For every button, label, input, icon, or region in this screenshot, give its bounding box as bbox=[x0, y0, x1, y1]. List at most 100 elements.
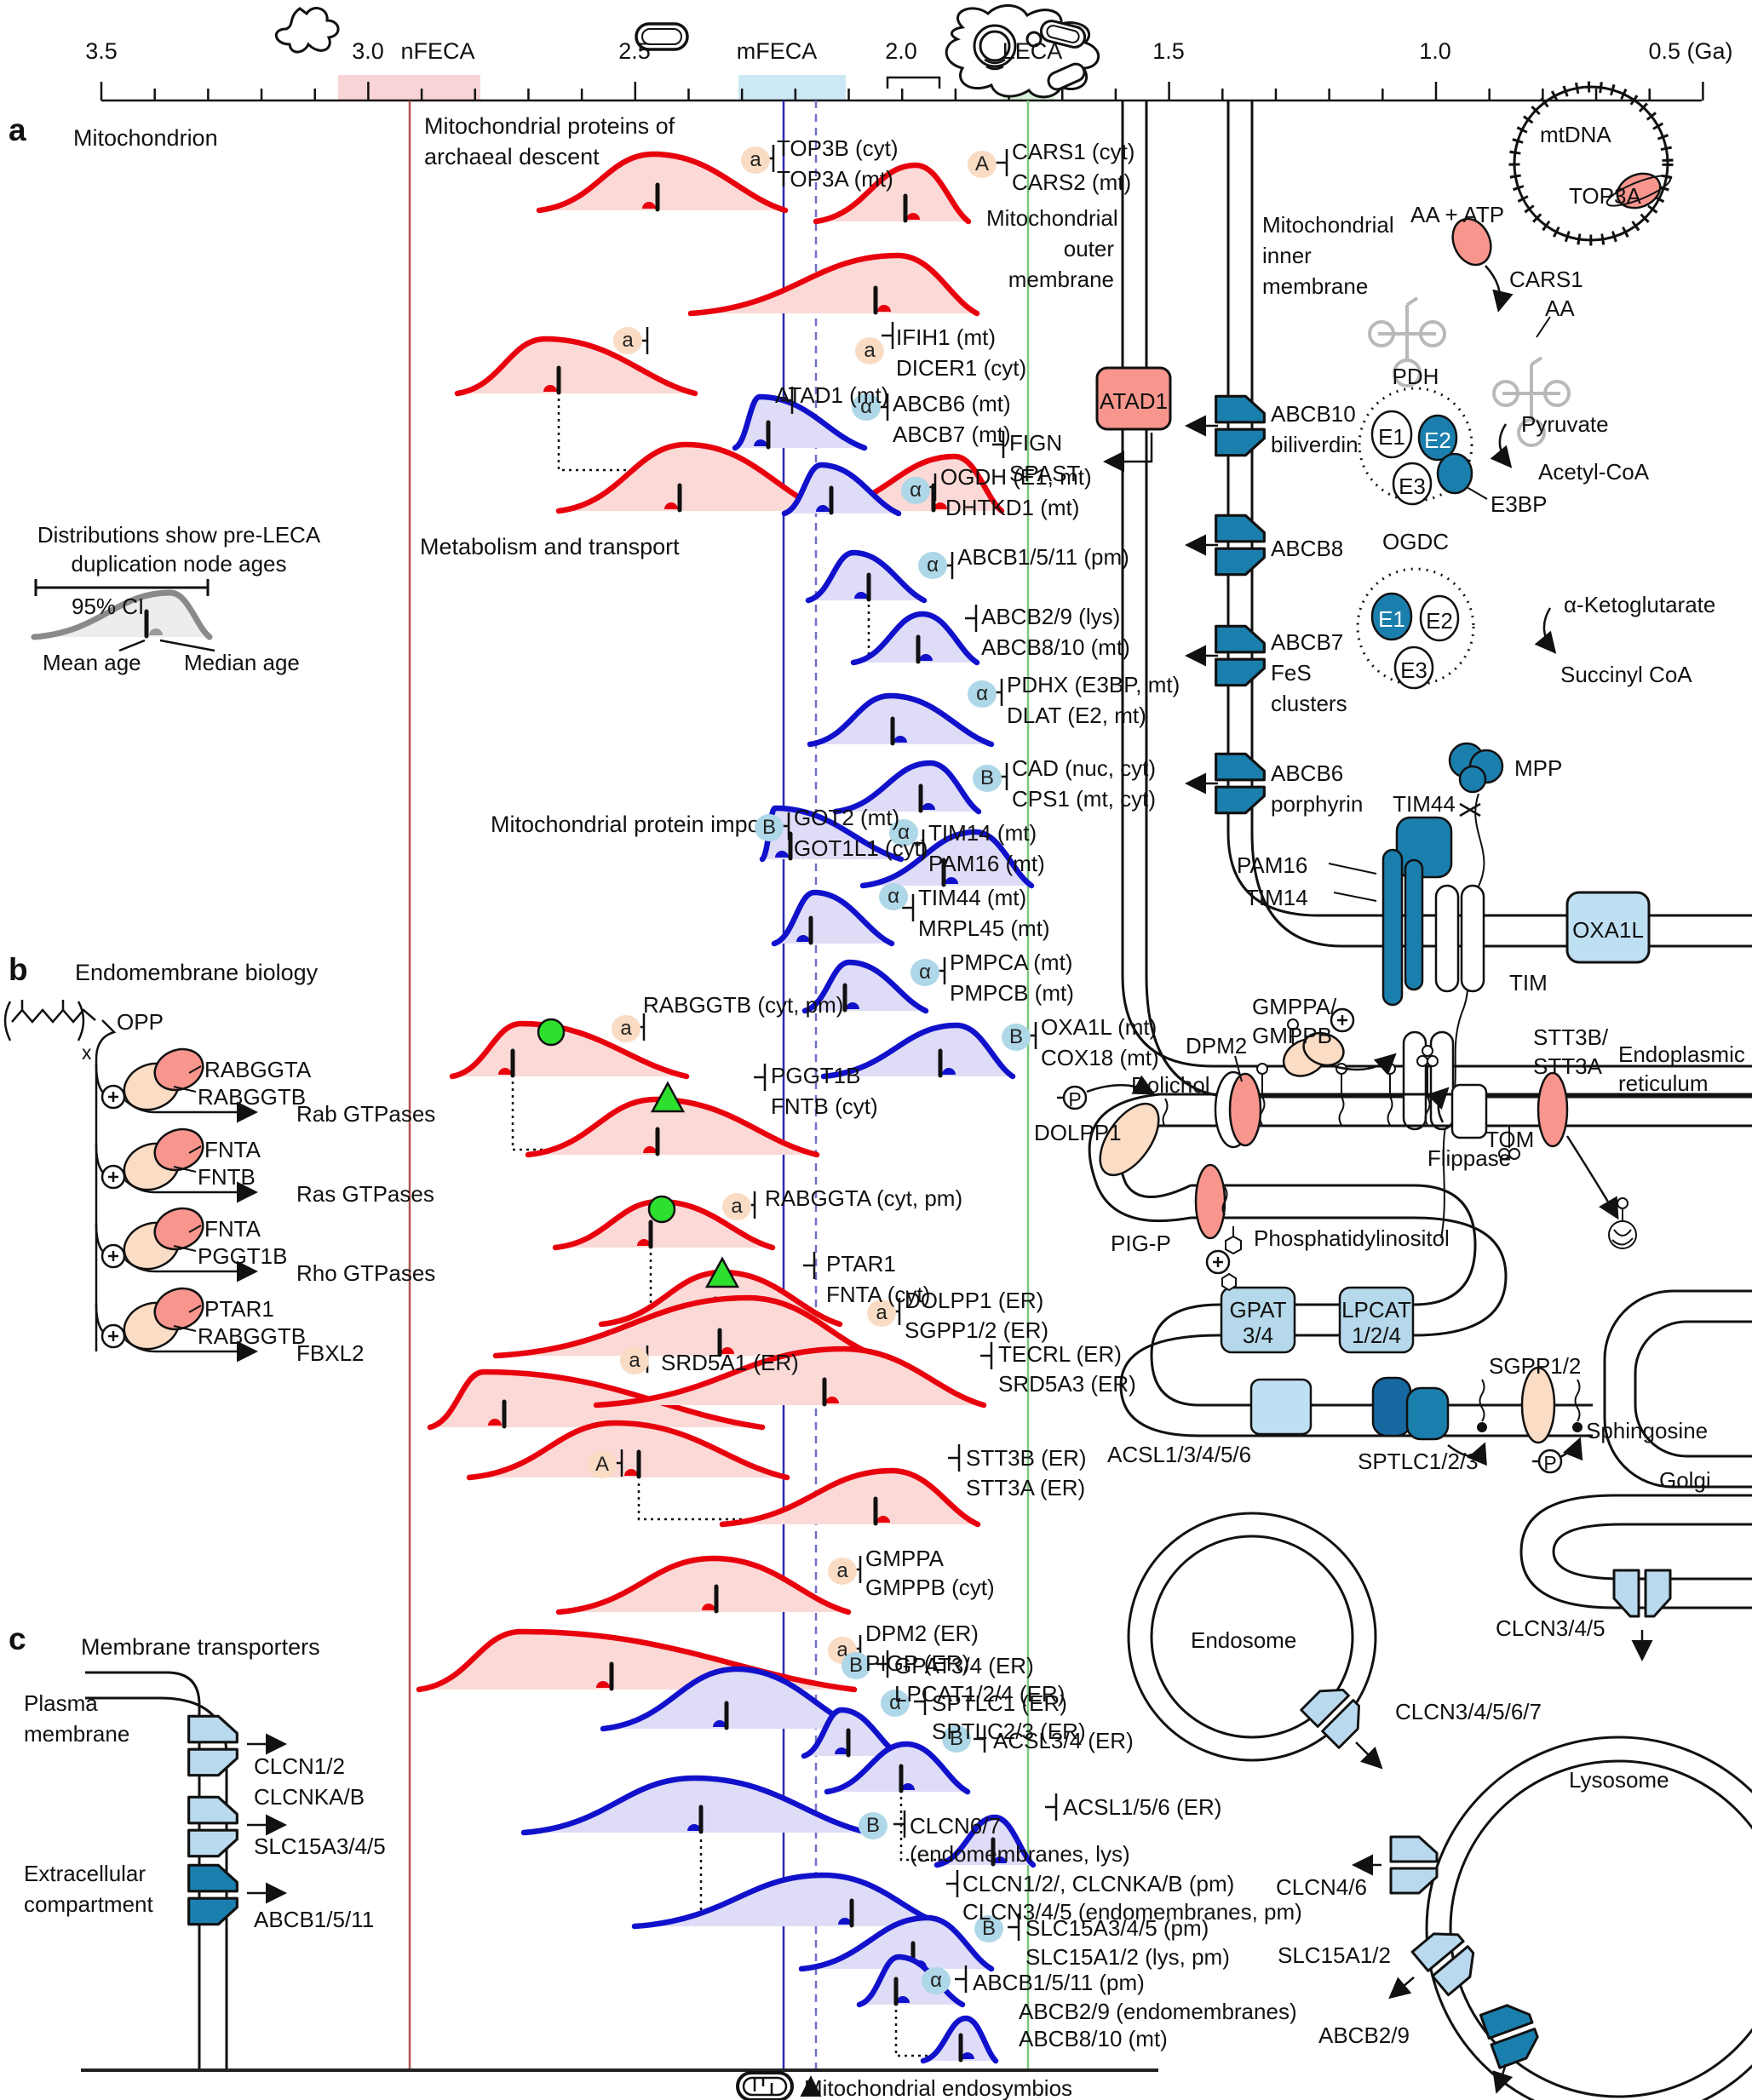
section-transporters: Membrane transporters bbox=[81, 1634, 320, 1660]
badge-top3b: a bbox=[741, 146, 770, 174]
dolichol-p-label: P bbox=[1068, 1088, 1082, 1110]
pdh-complex bbox=[1358, 387, 1513, 506]
dist-label: ABCB8/10 (mt) bbox=[981, 634, 1130, 660]
slc15a12-arrow bbox=[1388, 1977, 1415, 2000]
dist-label: SPTLC2/3 (ER) bbox=[932, 1718, 1086, 1744]
tom-label: TOM bbox=[1485, 1127, 1535, 1152]
legend-median: Median age bbox=[184, 650, 300, 675]
dist-label: ATAD1 (mt) bbox=[775, 382, 889, 408]
badge-dolpp1: a bbox=[867, 1300, 896, 1327]
mtdna-icon bbox=[1508, 81, 1674, 246]
badge-pmpca: α bbox=[910, 959, 939, 986]
pair1-p1: RABGGTA bbox=[204, 1057, 312, 1082]
dist-label: FNTB (cyt) bbox=[771, 1093, 878, 1119]
section-endomembrane: Endomembrane biology bbox=[75, 960, 319, 985]
dist-label: DLAT (E2, mt) bbox=[1007, 703, 1146, 728]
dist-label: CLCN3/4/5 (endomembranes, pm) bbox=[962, 1899, 1302, 1925]
badge-ifih1: a bbox=[855, 337, 884, 364]
plus-icon bbox=[101, 1323, 126, 1349]
dist-label: ABCB8/10 (mt) bbox=[1019, 2026, 1168, 2051]
clcn46-transporter bbox=[1389, 1835, 1439, 1895]
ogdc-e3-label: E3 bbox=[1400, 657, 1427, 683]
outer-membrane-label-1: Mitochondrial bbox=[986, 205, 1118, 231]
pair1-p2: RABGGTB bbox=[198, 1084, 307, 1110]
badge-tim44: α bbox=[879, 883, 908, 910]
golgi bbox=[1519, 1494, 1752, 1609]
mfeca-label: mFECA bbox=[736, 38, 818, 64]
plasma-label-1: Plasma bbox=[24, 1690, 98, 1716]
timeline-axis bbox=[100, 75, 1704, 102]
ptdins-label: Phosphatidylinositol bbox=[1254, 1225, 1450, 1251]
slc15a345-transporter bbox=[187, 1795, 238, 1858]
atad1-label: ATAD1 bbox=[1100, 388, 1168, 414]
legend-line2: duplication node ages bbox=[71, 551, 287, 577]
dpm2-label: DPM2 bbox=[1186, 1033, 1248, 1059]
gmppb-label: GMPPB bbox=[1252, 1023, 1332, 1048]
cars1-label: CARS1 bbox=[1509, 267, 1583, 292]
abcb6-label: ABCB6 bbox=[1271, 760, 1344, 786]
gmppa-label: GMPPA/ bbox=[1252, 994, 1337, 1019]
inner-membrane-label-2: inner bbox=[1262, 243, 1312, 268]
acsl-label: ACSL1/3/4/5/6 bbox=[1107, 1442, 1252, 1467]
plus-icon bbox=[1205, 1249, 1231, 1275]
tick-1-0: 1.0 bbox=[1419, 38, 1451, 64]
flippase-label: Flippase bbox=[1427, 1145, 1512, 1171]
clcn34567-label: CLCN3/4/5/6/7 bbox=[1395, 1699, 1542, 1724]
dolichol-label: Dolichol bbox=[1131, 1072, 1210, 1098]
dist-label: SPAST bbox=[1009, 461, 1081, 486]
dist-label: GOT2 (mt) bbox=[794, 805, 900, 830]
dist-label: ABCB2/9 (lys) bbox=[981, 604, 1121, 629]
dist-label: SLC15A1/2 (lys, pm) bbox=[1025, 1944, 1230, 1970]
dist-label: DICER1 (cyt) bbox=[896, 355, 1027, 381]
badge-oxa1l: B bbox=[1002, 1024, 1031, 1051]
clcn345-label: CLCN3/4/5 bbox=[1496, 1615, 1606, 1641]
section-archaeal-2: archaeal descent bbox=[424, 144, 600, 169]
lysosome-label: Lysosome bbox=[1569, 1767, 1669, 1793]
lpcat-label-1: LPCAT bbox=[1341, 1297, 1411, 1323]
pair3-p2: PGGT1B bbox=[198, 1243, 288, 1269]
tim-complex bbox=[1328, 816, 1485, 1007]
pdh-e3-label: E3 bbox=[1399, 473, 1426, 499]
pair3-p1: FNTA bbox=[204, 1216, 261, 1242]
pair2-p1: FNTA bbox=[204, 1137, 261, 1162]
succinyl-label: Succinyl CoA bbox=[1560, 662, 1692, 687]
dist-label: TOP3A (mt) bbox=[777, 166, 893, 192]
gpat-label-2: 3/4 bbox=[1242, 1323, 1274, 1348]
x-label: x bbox=[82, 1041, 92, 1064]
pam16-label: PAM16 bbox=[1237, 852, 1308, 878]
section-mitochondrion: Mitochondrion bbox=[73, 125, 218, 151]
badge-srd5a1: a bbox=[620, 1347, 649, 1374]
mitochondrion-icon bbox=[736, 2071, 794, 2100]
dist-label: CLCN6/7 bbox=[910, 1813, 1001, 1839]
acetyl-coa-label: Acetyl-CoA bbox=[1538, 459, 1650, 485]
dist-label: SGPP1/2 (ER) bbox=[905, 1317, 1049, 1343]
er-enzymes bbox=[1099, 1031, 1569, 1444]
badge-cad: B bbox=[973, 765, 1002, 792]
dist-label: DOLPP1 (ER) bbox=[905, 1288, 1044, 1313]
slc15a12-transporter bbox=[1410, 1920, 1485, 1997]
atad1-box bbox=[1095, 366, 1172, 473]
abcb-arrows bbox=[1185, 415, 1218, 795]
badge-stt3: A bbox=[588, 1451, 617, 1478]
clcn46-label: CLCN4/6 bbox=[1276, 1874, 1367, 1900]
plus-icon bbox=[101, 1243, 126, 1269]
abcb29-transporter bbox=[1479, 1998, 1545, 2069]
top3a-label: TOP3A bbox=[1569, 183, 1641, 209]
aa-atp-label: AA + ATP bbox=[1410, 202, 1505, 227]
dist-label: GOT1L1 (cyt) bbox=[794, 835, 928, 861]
badge-got2: B bbox=[755, 814, 784, 841]
badge-ogdh: α bbox=[901, 477, 930, 504]
mtdna-label: mtDNA bbox=[1540, 122, 1611, 147]
lpcat-label-2: 1/2/4 bbox=[1352, 1323, 1401, 1348]
endosome-arrow bbox=[1355, 1741, 1383, 1770]
porphyrin-label: porphyrin bbox=[1271, 791, 1364, 817]
abcb8-label: ABCB8 bbox=[1271, 536, 1344, 561]
badge-tim14: α bbox=[889, 819, 918, 846]
dist-label: CARS2 (mt) bbox=[1012, 169, 1132, 195]
clcnkab-label: CLCNKA/B bbox=[254, 1784, 365, 1810]
ogdc-label: OGDC bbox=[1382, 529, 1449, 554]
pair2-target: Ras GTPases bbox=[296, 1181, 434, 1207]
pair2-p2: FNTB bbox=[198, 1164, 256, 1190]
tim14-label: TIM14 bbox=[1245, 885, 1308, 910]
dist-label: PIGP (ER) bbox=[865, 1650, 970, 1676]
